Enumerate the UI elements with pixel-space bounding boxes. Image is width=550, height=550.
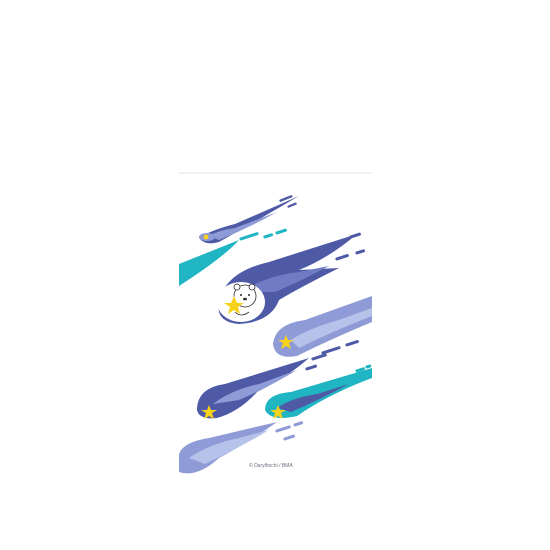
lavender-streak-bottom: [179, 421, 304, 474]
polar-bear-icon: [233, 283, 257, 316]
small-comet-top: [199, 195, 299, 244]
teal-streak-left: [179, 228, 287, 286]
copyright-text: © Darylhochi / BMA: [249, 463, 293, 469]
navy-comet-lower: [197, 353, 327, 419]
shooting-stars-illustration: [179, 195, 372, 474]
bear-comet: [217, 232, 366, 324]
teal-comet-lower: [265, 364, 372, 419]
artwork-card: © Darylhochi / BMA: [179, 172, 372, 478]
periwinkle-comet: [273, 296, 372, 357]
card-top-edge: [179, 172, 372, 174]
